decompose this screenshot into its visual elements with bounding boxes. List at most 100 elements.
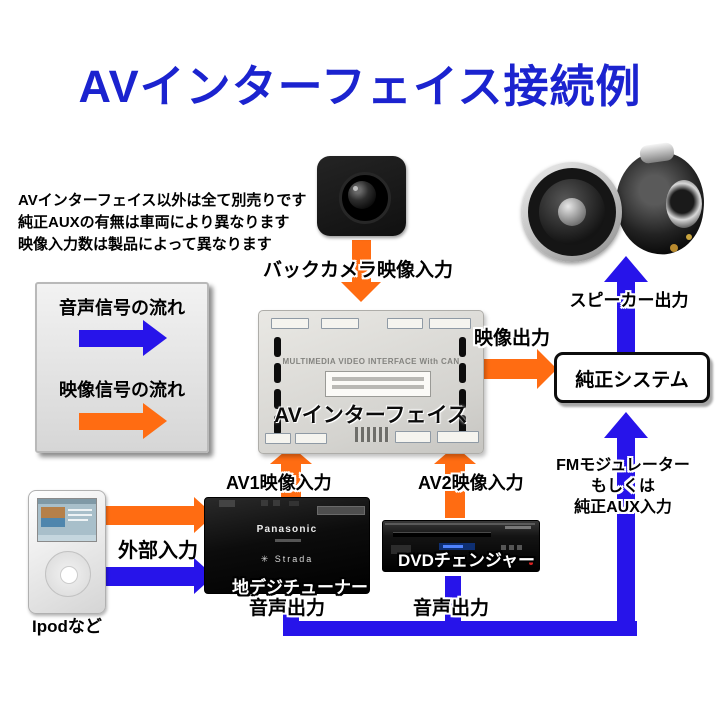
camera-lens-highlight <box>353 186 358 191</box>
audio-output-right-label: 音声出力 <box>413 598 490 619</box>
audio-output-left-label: 音声出力 <box>249 598 326 619</box>
dvd-button <box>509 545 514 550</box>
port-slot <box>459 363 466 383</box>
dvd-top-highlight <box>385 523 535 525</box>
dvd-button <box>517 545 522 550</box>
port-slot <box>459 389 466 409</box>
interface-subtitle: MULTIMEDIA VIDEO INTERFACE With CAN <box>282 357 460 366</box>
strada-star-icon: ✳ <box>260 554 271 564</box>
ipod-progress-bar <box>38 535 96 541</box>
dvd-display-segment <box>443 545 463 548</box>
ipod-screen-header <box>38 499 96 504</box>
ipod-album-art <box>41 507 65 527</box>
connector-label-chip <box>429 318 471 329</box>
legend-audio-arrow <box>79 330 143 347</box>
dvd-model-line <box>505 526 531 529</box>
dvd-disc-slot <box>393 532 491 537</box>
video-output-label: 映像出力 <box>474 328 551 349</box>
port-slot <box>459 415 466 435</box>
model-code-line <box>332 377 424 381</box>
port-slot <box>274 363 281 383</box>
tuner-top-connector <box>273 500 280 506</box>
ipod-screen <box>37 498 97 542</box>
connector-label-chip <box>437 431 479 443</box>
disclaimer-line: 純正AUXの有無は車両により異なります <box>18 214 290 231</box>
connector-label-chip <box>387 318 423 329</box>
page-title: AVインターフェイス接続例 <box>78 61 642 112</box>
port-slot <box>274 389 281 409</box>
dvd-audio-stub <box>445 576 461 621</box>
disclaimer-line: AVインターフェイス以外は全て別売りです <box>18 192 307 209</box>
legend-audio-arrow-head <box>143 320 167 356</box>
dvd-logo-badge <box>391 545 411 554</box>
dvd-display <box>439 543 475 550</box>
tuner-model-line <box>275 539 301 542</box>
ipod-text-line <box>68 514 92 516</box>
ipod-image <box>28 490 106 614</box>
audio-routing-bar <box>283 621 637 636</box>
ipod-caption: Ipodなど <box>32 617 102 636</box>
connector-label-chip <box>321 318 359 329</box>
av2-input-label: AV2映像入力 <box>418 473 524 493</box>
tuner-top-connector <box>261 500 268 506</box>
speaker-arrow-shaft <box>617 282 635 352</box>
oem-system-label: 純正システム <box>575 370 689 391</box>
av1-input-label: AV1映像入力 <box>226 473 332 493</box>
video-output-arrow-head <box>537 349 557 389</box>
av1-arrow-shaft <box>281 464 301 500</box>
port-slot <box>274 415 281 435</box>
camera-lens-glass <box>348 181 376 209</box>
speaker-terminal-gold <box>670 244 678 252</box>
speaker-dust-cap <box>558 198 586 226</box>
legend-video-label: 映像信号の流れ <box>59 380 185 400</box>
dvd-power-led <box>529 561 533 565</box>
tuner-top-connector <box>289 501 299 506</box>
video-output-arrow-shaft <box>481 359 537 379</box>
speaker-terminal-gold <box>686 234 692 240</box>
dvd-caption: DVDチェンジャー <box>398 551 536 570</box>
legend-box: 音声信号の流れ 映像信号の流れ <box>35 282 209 453</box>
fm-aux-line: もしくは <box>590 478 655 495</box>
tuner-sticker <box>317 506 365 515</box>
back-camera-image <box>317 156 406 236</box>
oem-system-box: 純正システム <box>554 352 710 403</box>
interface-name-label: AVインターフェイス <box>274 404 468 427</box>
speaker-front-rim <box>522 162 622 262</box>
ipod-text-line <box>68 519 88 521</box>
tuner-series-logo: ✳ Strada <box>205 554 369 565</box>
legend-video-arrow <box>79 413 143 430</box>
tuner-audio-stub <box>283 609 299 621</box>
fm-aux-arrow-shaft <box>617 438 635 636</box>
ipod-center-button <box>60 566 78 584</box>
legend-video-arrow-head <box>143 403 167 439</box>
av-interface-image: MULTIMEDIA VIDEO INTERFACE With CAN AVイン… <box>258 310 484 454</box>
tuner-image: Panasonic ✳ Strada <box>204 497 370 594</box>
model-code-line <box>332 385 424 389</box>
dvd-changer-image <box>382 520 540 572</box>
connector-label-chip <box>271 318 309 329</box>
fm-aux-arrow-head <box>604 412 648 438</box>
disclaimer-line: 映像入力数は製品によって異なります <box>18 236 272 253</box>
back-camera-arrow-head <box>341 282 381 302</box>
speaker-arrow-head <box>604 256 648 282</box>
speaker-magnet-ring <box>666 180 702 228</box>
model-code-chip <box>325 371 431 397</box>
speaker-image <box>520 141 710 292</box>
external-audio-arrow-shaft <box>106 567 194 586</box>
speaker-output-label: スピーカー出力 <box>569 291 689 310</box>
tuner-top-connector <box>219 500 235 507</box>
tuner-series-text: Strada <box>274 554 314 564</box>
back-camera-input-label: バックカメラ映像入力 <box>262 260 453 281</box>
ipod-text-line <box>68 509 92 511</box>
tuner-brand-label: Panasonic <box>256 524 318 535</box>
disclaimer-notes: AVインターフェイス以外は全て別売りです 純正AUXの有無は車両により異なります… <box>18 190 306 256</box>
dip-switch-block <box>355 427 389 442</box>
external-input-label: 外部入力 <box>118 540 198 562</box>
external-video-arrow-shaft <box>106 506 194 525</box>
av2-arrow-shaft <box>445 464 465 518</box>
port-slot <box>459 337 466 357</box>
port-slot <box>274 337 281 357</box>
tuner-caption: 地デジチューナー <box>232 578 368 597</box>
connector-label-chip <box>395 431 431 443</box>
